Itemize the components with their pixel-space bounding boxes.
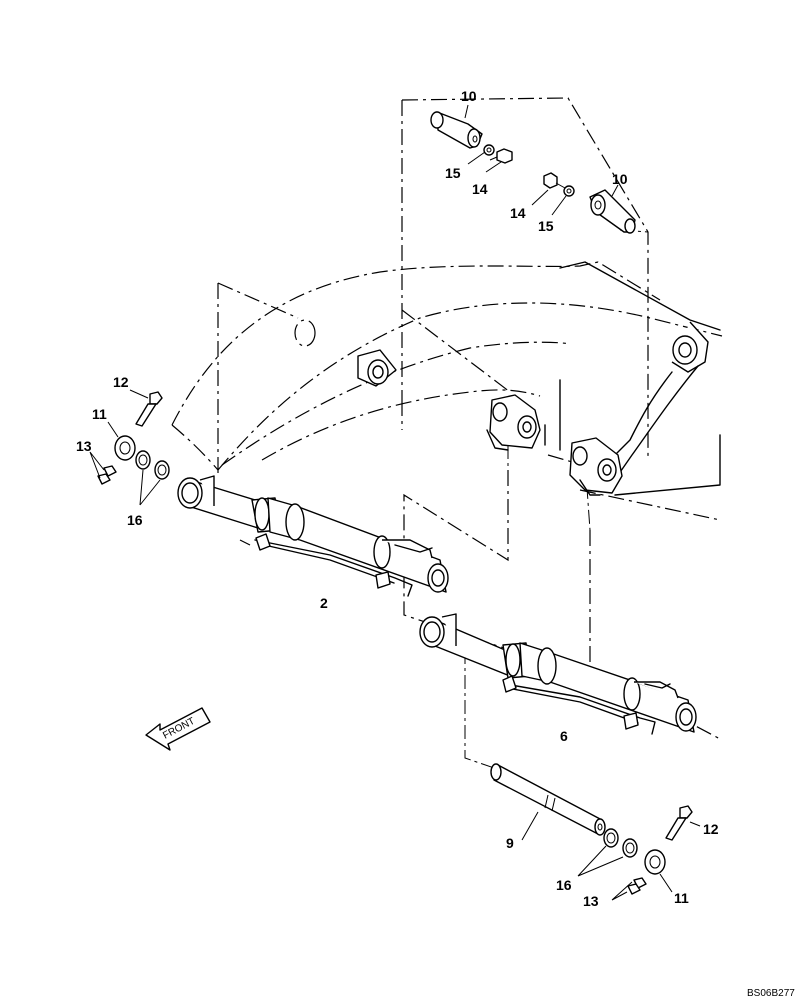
shims-left — [135, 450, 170, 506]
cylinder-lower — [419, 613, 697, 735]
bolt-top-right — [531, 172, 566, 206]
callout-nut-right: 13 — [583, 893, 599, 909]
callout-nut-left: 13 — [76, 438, 92, 454]
nuts-right — [611, 877, 647, 901]
callout-cylinder-upper: 2 — [320, 595, 328, 611]
callout-pin-top-right: 10 — [612, 171, 628, 187]
callout-shims-right: 16 — [556, 877, 572, 893]
callout-plate-left: 11 — [92, 406, 107, 422]
callout-washer-top-left: 15 — [445, 165, 461, 181]
callout-bolt-left: 12 — [113, 374, 129, 390]
callout-bolt-right: 12 — [703, 821, 719, 837]
callout-cylinder-lower: 6 — [560, 728, 568, 744]
bolt-left — [129, 389, 163, 427]
callout-pin-top-left: 10 — [461, 88, 477, 104]
pin-lower — [490, 763, 606, 841]
callout-pin-lower: 9 — [506, 835, 514, 851]
washer-top-right — [551, 185, 575, 216]
pin-top-right — [589, 184, 636, 234]
callout-bolt-top-right: 14 — [510, 205, 526, 221]
front-arrow-icon: FRONT — [145, 707, 211, 751]
boom-bracket — [486, 261, 721, 496]
callout-labels: 10 15 14 10 14 15 2 6 9 12 11 13 16 12 1… — [76, 88, 719, 909]
plate-left — [107, 421, 136, 461]
drawing-code: BS06B277 — [747, 988, 795, 999]
callout-plate-right: 11 — [674, 890, 689, 906]
callout-bolt-top-left: 14 — [472, 181, 488, 197]
bolt-right — [665, 805, 701, 841]
callout-shims-left: 16 — [127, 512, 143, 528]
nuts-left — [89, 451, 117, 485]
pin-top-left — [430, 104, 483, 149]
callout-washer-top-right: 15 — [538, 218, 554, 234]
plate-right — [644, 849, 673, 893]
cylinder-upper — [177, 475, 449, 597]
washer-top-left — [467, 144, 495, 165]
bolt-top-left — [485, 148, 513, 173]
boom-boss — [357, 349, 397, 387]
shims-right — [577, 828, 638, 877]
